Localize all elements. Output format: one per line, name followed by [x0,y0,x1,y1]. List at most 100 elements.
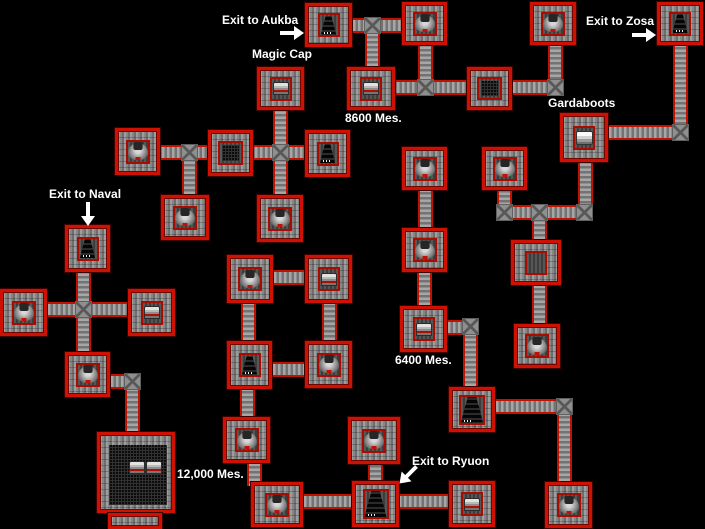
room-alcove [265,492,289,517]
room-alcove [269,76,292,101]
corridor [247,459,262,486]
corridor [299,494,356,509]
room-grate-room-east [467,67,512,110]
room-alcove [140,300,163,325]
arrow-head [646,28,656,42]
spiral-stairs-icon [270,210,290,227]
room-south-chest [449,481,495,527]
room-alcove [525,250,547,275]
room-alcove [173,205,197,230]
spiral-stairs-icon [543,15,563,32]
label-exit-ryuon: Exit to Ryuon [412,454,490,468]
corridor [532,218,547,244]
spiral-stairs-icon [414,241,435,259]
room-vault-south-stub [108,513,162,529]
spiral-stairs-icon [527,337,547,355]
naval-arrow-icon [81,202,95,226]
spiral-stairs-icon [127,143,148,160]
room-midcol-spiral-1 [227,255,273,303]
room-row4-spiral-1 [161,195,209,240]
room-row3-spiral-2 [482,147,527,190]
label-mes-8600: 8600 Mes. [345,111,402,125]
corridor-junction-tile [496,204,513,221]
room-far-west-spiral [0,289,47,336]
arrow-shaft [86,202,90,217]
arrow-head [81,216,95,226]
room-midcol-spiral-2 [305,341,352,388]
stairs-down-icon [320,144,335,163]
room-alcove [238,267,262,291]
corridor-junction-tile [417,79,434,96]
room-alcove [556,493,581,517]
corridor [604,125,680,140]
stairs-down-icon [80,239,95,258]
room-row5-spiral [402,228,447,272]
corridor-junction-tile [672,124,689,141]
room-alcove [412,11,437,36]
room-alcove [362,428,386,453]
stairs-down-icon [242,355,257,375]
room-north-spiral-1 [402,2,447,45]
room-empty-room [511,240,561,285]
zosa-arrow-icon [632,28,656,42]
corridor-junction-tile [576,204,593,221]
room-alcove [360,76,382,101]
room-grate-room-west [208,130,253,176]
room-alcove [573,125,595,150]
spiral-stairs-icon [267,496,287,513]
room-alcove [362,489,389,519]
room-alcove [238,353,261,377]
room-south-spiral [545,482,592,528]
treasure-chest-icon [129,461,145,474]
spiral-stairs-icon [414,160,435,177]
room-row3-spiral-1 [402,147,447,190]
room-naval-chest [128,289,175,336]
room-mid-dark-stairs [305,130,350,177]
spiral-stairs-icon [494,160,515,177]
treasure-chest-icon [320,272,337,286]
room-naval-spiral-low [65,352,110,397]
corridor [508,80,552,95]
corridor-junction-tile [547,79,564,96]
corridor [365,30,380,71]
room-alcove [669,11,691,36]
corridor [182,158,197,199]
room-exit-ryuon-stairs [352,481,399,527]
pit-grate-icon [109,445,167,505]
room-alcove [477,77,502,100]
label-exit-aukba: Exit to Aukba [222,13,299,27]
room-alcove [492,156,517,181]
spiral-stairs-icon [318,356,339,373]
treasure-chest-icon [415,322,432,336]
corridor [106,374,129,389]
arrow-shaft [632,33,647,37]
corridor [557,410,572,486]
room-alcove [459,394,485,425]
stairs-down-large-icon [461,396,483,423]
room-ryuon-top-spiral [348,417,400,464]
treasure-chest-icon [363,82,379,95]
room-alcove [412,238,437,262]
corridor [269,270,309,285]
corridor [417,268,432,310]
pit-grate-icon [481,81,498,96]
room-north-spiral-2 [530,2,576,45]
spiral-stairs-icon [77,366,98,383]
room-exit-naval-stairs [65,225,110,272]
gardaboots-item-icon [575,130,593,145]
room-big-dark-stairs [449,387,495,432]
corridor [394,494,453,509]
room-treasure-vault [97,432,175,513]
label-exit-naval: Exit to Naval [49,187,122,201]
pit-grate-icon [222,145,239,161]
spiral-stairs-icon [13,304,34,321]
room-midcol-spiral-4 [251,482,303,527]
room-alcove [316,141,339,166]
corridor-junction-tile [181,144,198,161]
label-mes-12000: 12,000 Mes. [177,467,244,481]
corridor-junction-tile [75,301,92,318]
corridor [322,299,337,345]
room-midcol-spiral-3 [223,417,270,463]
room-alcove [218,141,243,165]
